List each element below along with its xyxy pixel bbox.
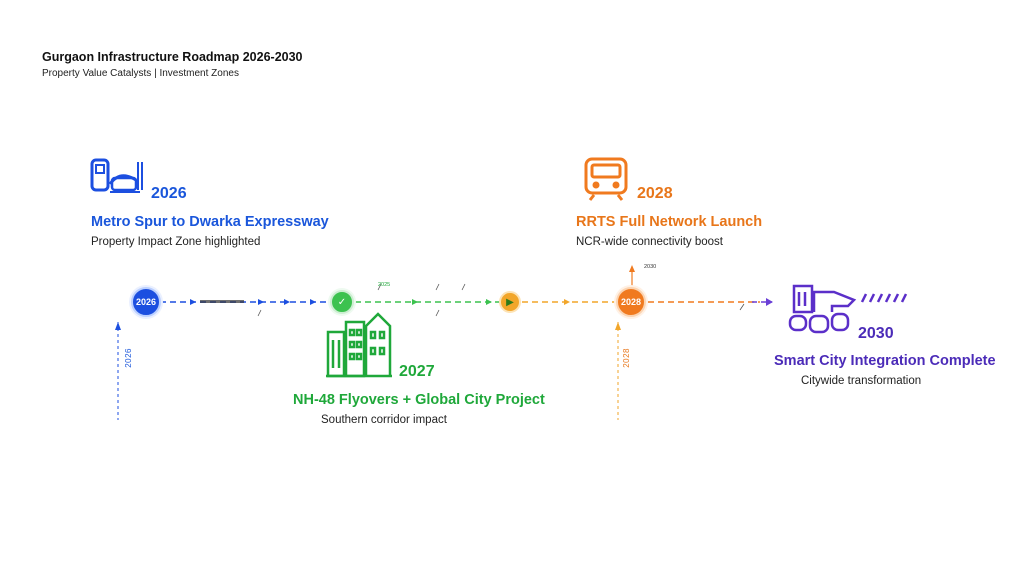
milestone-description-2027: Southern corridor impact [321,414,447,426]
metro-train-icon [90,156,146,196]
milestone-description-2030: Citywide transformation [801,375,922,387]
milestone-year-2026: 2026 [151,185,187,202]
milestone-node-2028: 2028 [616,287,646,317]
milestone-year-2030: 2030 [858,325,894,342]
milestone-heading-2028: RRTS Full Network Launch [576,214,763,230]
page-subtitle: Property Value Catalysts | Investment Zo… [42,68,239,79]
annotation-green-top: 2025 [378,282,391,288]
milestone-year-2028: 2028 [637,185,673,202]
milestone-node-2026: 2026 [131,287,161,317]
milestone-heading-2027: NH-48 Flyovers + Global City Project [293,392,545,408]
smart-city-icon [788,282,908,336]
milestone-year-2027: 2027 [399,363,435,380]
milestone-node-intermediate: ▶ [499,291,521,313]
milestone-description-2026: Property Impact Zone highlighted [91,236,261,248]
milestone-heading-2026: Metro Spur to Dwarka Expressway [91,214,329,230]
rrts-train-icon [582,156,630,202]
page-title: Gurgaon Infrastructure Roadmap 2026-2030 [42,50,303,64]
orange-vertical-annotation: 2028 [622,348,631,368]
arrow-heads [190,298,773,306]
annotation-orange-top: 2030 [644,264,657,270]
arrow-right-icon: ▶ [506,296,514,308]
milestone-description-2028: NCR-wide connectivity boost [576,236,724,248]
node-label: 2026 [135,297,157,307]
milestone-node-2027: ✓ [330,290,354,314]
city-buildings-icon [326,308,392,378]
node-label: 2028 [620,297,642,307]
blue-vertical-annotation: 2026 [124,348,133,368]
milestone-heading-2030: Smart City Integration Complete [774,353,996,369]
node-check-icon: ✓ [337,296,347,308]
